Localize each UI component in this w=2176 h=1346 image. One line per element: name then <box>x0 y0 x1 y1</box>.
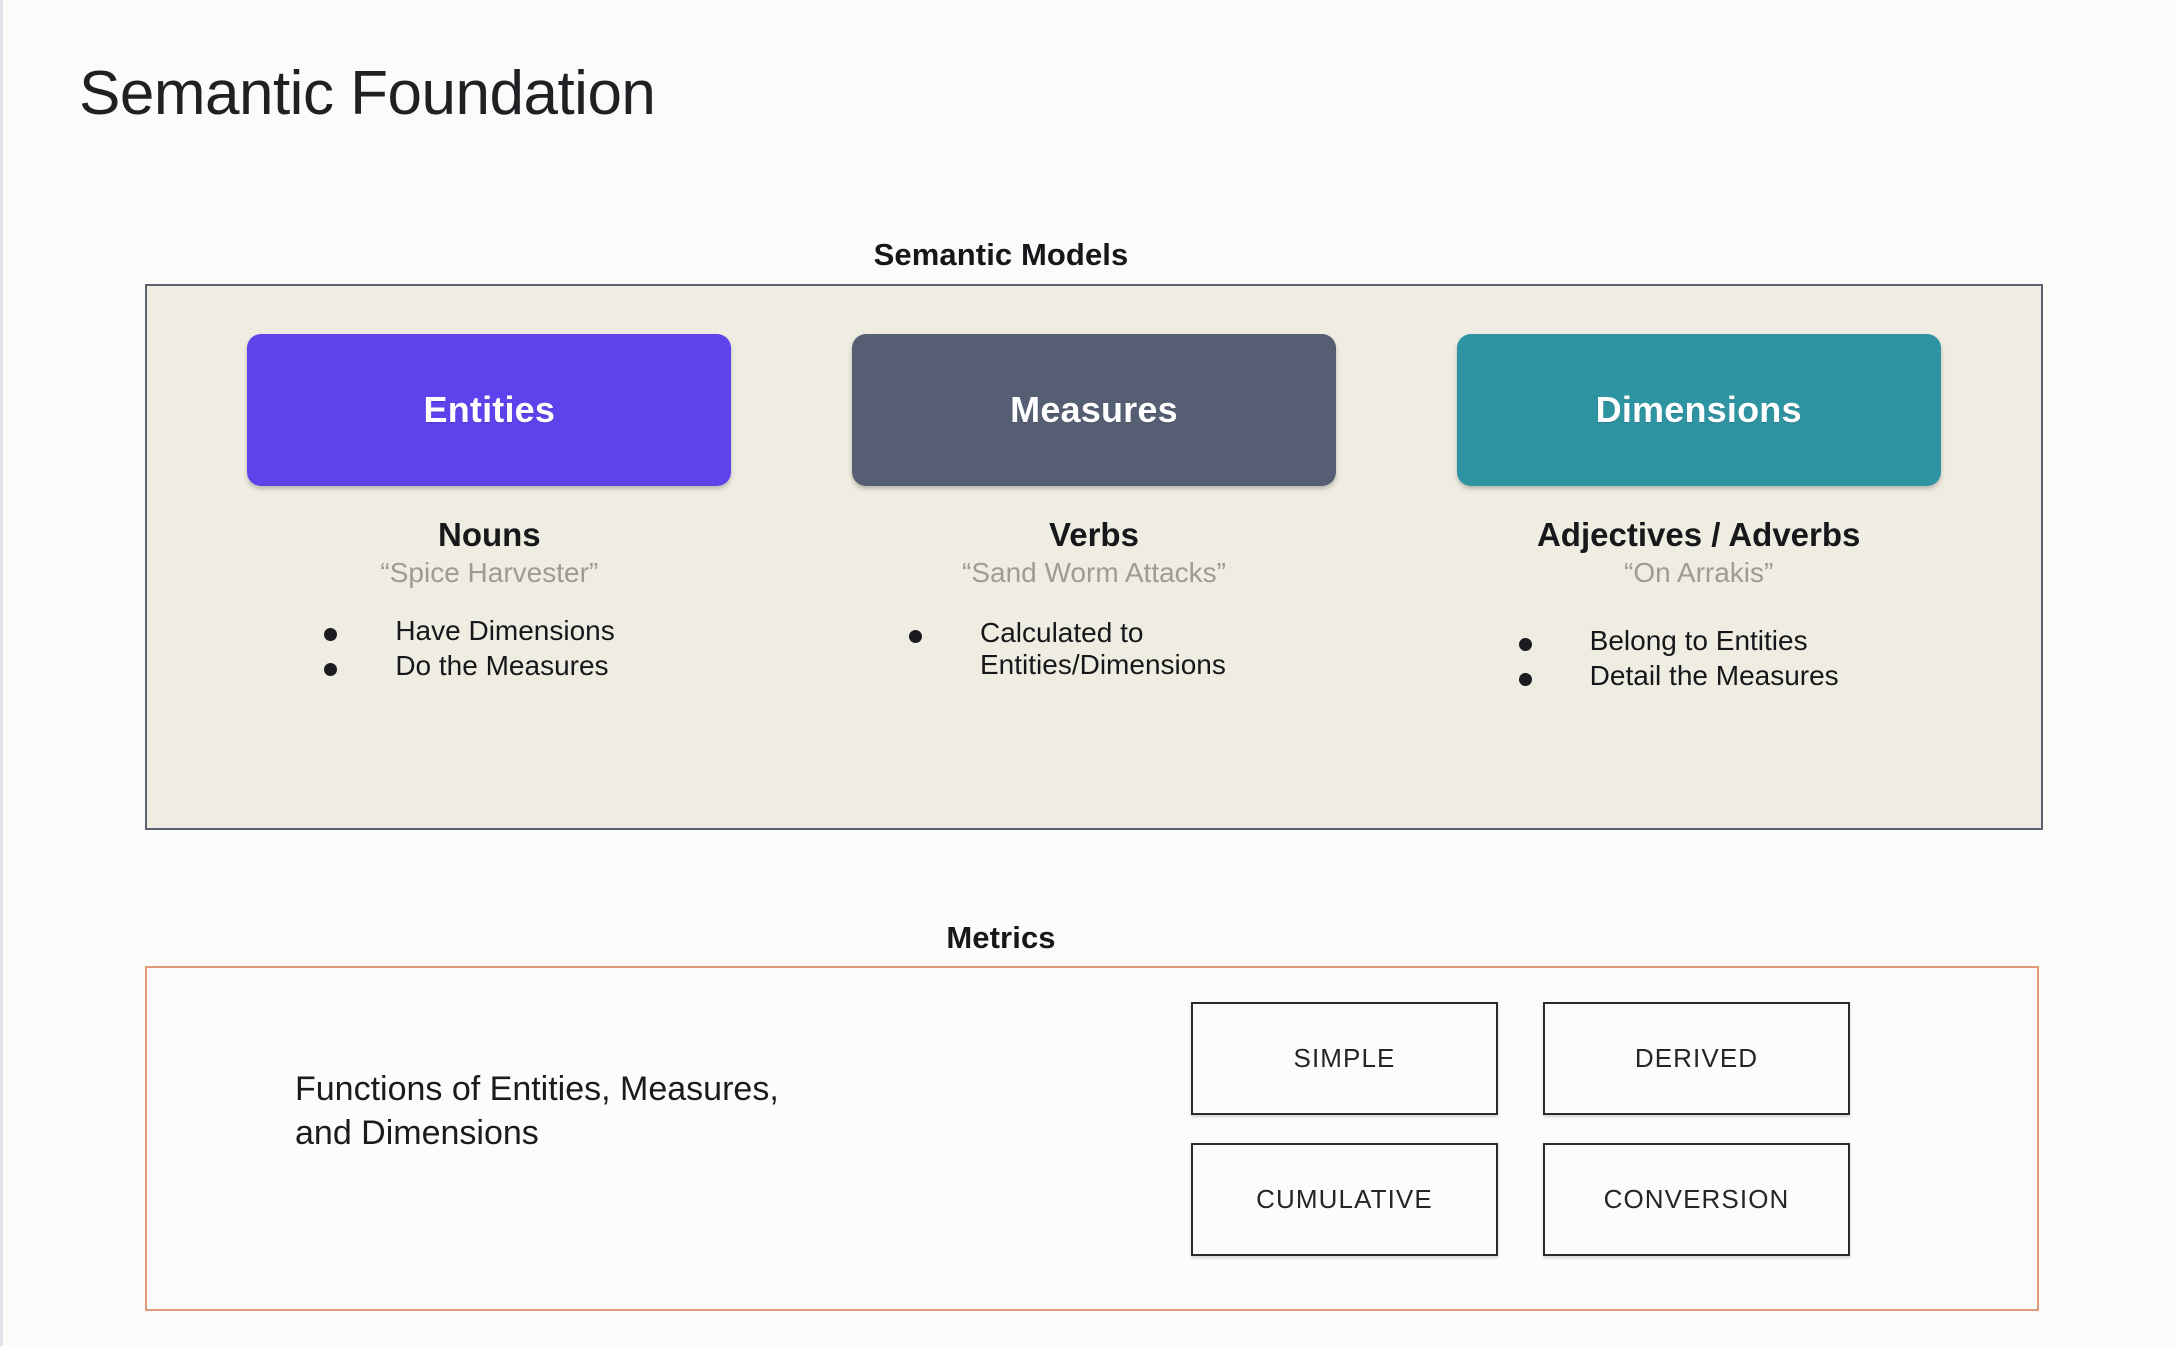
metric-type-derived[interactable]: DERIVED <box>1543 1002 1850 1115</box>
metrics-description: Functions of Entities, Measures, and Dim… <box>295 1068 779 1155</box>
dimensions-example: “On Arrakis” <box>1624 556 1774 588</box>
dimensions-bullet-list: Belong to Entities Detail the Measures <box>1396 625 2001 696</box>
measures-card[interactable]: Measures <box>852 334 1336 486</box>
metrics-panel: Functions of Entities, Measures, and Dim… <box>145 966 2039 1311</box>
list-item: Detail the Measures <box>1518 660 1879 692</box>
bullet-dot-icon <box>324 627 338 641</box>
entities-card[interactable]: Entities <box>247 334 732 486</box>
entities-part-of-speech: Nouns <box>438 516 541 553</box>
dimensions-card-label: Dimensions <box>1595 389 1802 430</box>
semantic-model-column-entities: Entities Nouns “Spice Harvester” Have Di… <box>187 334 792 686</box>
metrics-description-line-1: Functions of Entities, Measures, <box>295 1070 779 1108</box>
semantic-model-column-dimensions: Dimensions Adjectives / Adverbs “On Arra… <box>1396 334 2001 696</box>
semantic-models-columns: Entities Nouns “Spice Harvester” Have Di… <box>147 286 2041 828</box>
dimensions-part-of-speech: Adjectives / Adverbs <box>1536 516 1861 553</box>
dimensions-card[interactable]: Dimensions <box>1456 334 1941 486</box>
entities-bullet-1: Have Dimensions <box>395 614 615 646</box>
metric-type-conversion[interactable]: CONVERSION <box>1543 1143 1850 1256</box>
entities-bullet-list: Have Dimensions Do the Measures <box>187 615 792 686</box>
semantic-models-panel: Entities Nouns “Spice Harvester” Have Di… <box>145 284 2043 830</box>
semantic-model-column-measures: Measures Verbs “Sand Worm Attacks” Calcu… <box>792 334 1397 685</box>
bullet-dot-icon <box>1518 637 1532 651</box>
bullet-dot-icon <box>324 663 338 677</box>
metrics-description-line-2: and Dimensions <box>295 1113 539 1152</box>
metric-type-simple-label: SIMPLE <box>1293 1043 1396 1073</box>
metric-type-conversion-label: CONVERSION <box>1603 1184 1790 1214</box>
metric-type-grid: SIMPLE DERIVED CUMULATIVE CONVERSION <box>1191 1002 1850 1256</box>
metrics-section-label: Metrics <box>946 920 1056 955</box>
dimensions-bullet-2: Detail the Measures <box>1589 660 1839 692</box>
measures-example: “Sand Worm Attacks” <box>962 556 1227 588</box>
list-item: Belong to Entities <box>1518 624 1879 657</box>
entities-bullet-2: Do the Measures <box>395 650 609 682</box>
page-title: Semantic Foundation <box>79 59 656 128</box>
bullet-dot-icon <box>909 629 922 643</box>
list-item: Calculated to Entities/Dimensions <box>909 617 1279 682</box>
list-item: Have Dimensions <box>324 615 654 647</box>
metric-type-cumulative-label: CUMULATIVE <box>1256 1184 1433 1214</box>
metric-type-simple[interactable]: SIMPLE <box>1191 1002 1498 1115</box>
list-item: Do the Measures <box>324 650 654 682</box>
dimensions-bullet-1: Belong to Entities <box>1589 624 1808 656</box>
entities-example: “Spice Harvester” <box>380 556 599 588</box>
entities-card-label: Entities <box>423 389 556 430</box>
metric-type-derived-label: DERIVED <box>1634 1043 1759 1073</box>
bullet-dot-icon <box>1518 673 1532 687</box>
measures-bullet-1: Calculated to Entities/Dimensions <box>980 616 1226 681</box>
measures-bullet-list: Calculated to Entities/Dimensions <box>792 617 1397 685</box>
measures-card-label: Measures <box>1010 389 1178 430</box>
metric-type-cumulative[interactable]: CUMULATIVE <box>1191 1143 1498 1256</box>
measures-part-of-speech: Verbs <box>1049 516 1139 553</box>
semantic-models-section-label: Semantic Models <box>873 237 1129 272</box>
